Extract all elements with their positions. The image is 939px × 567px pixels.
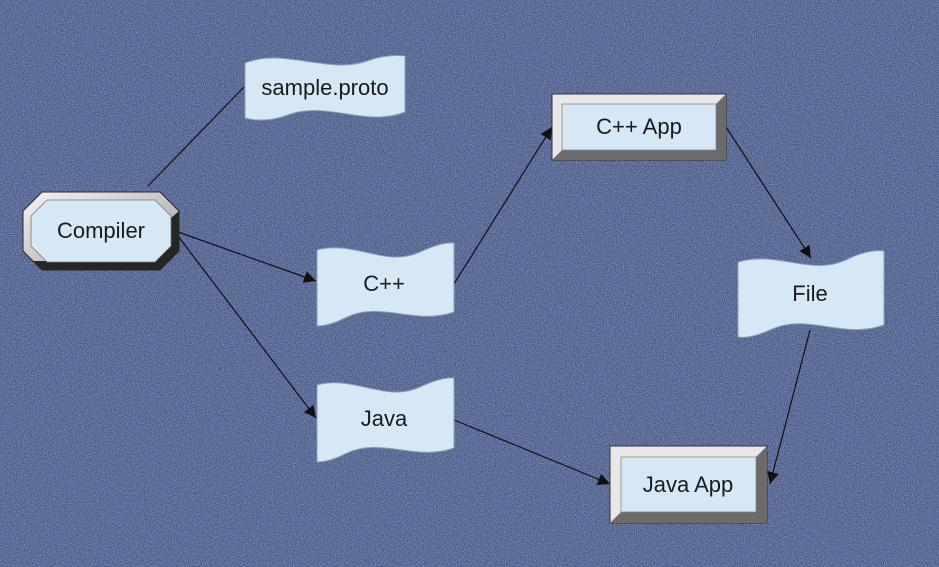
- node-label: Compiler: [57, 218, 145, 243]
- node-label: C++: [363, 271, 405, 296]
- octagon-face: [30, 199, 172, 263]
- document-shape: [244, 55, 406, 121]
- node-java: Java: [316, 377, 455, 463]
- bevel-face: [620, 456, 757, 513]
- edge-compiler-cpp: [177, 231, 317, 283]
- edge-compiler-java: [177, 235, 317, 419]
- edge-compiler-proto: [147, 86, 245, 187]
- bevel-dark-edge: [552, 94, 726, 160]
- node-label: Java App: [643, 472, 734, 497]
- node-label: File: [792, 281, 827, 306]
- node-sample-proto: sample.proto: [244, 55, 406, 121]
- bevel-face: [561, 103, 717, 151]
- octagon-shadow: [33, 211, 179, 270]
- node-java-app: Java App: [609, 445, 768, 524]
- node-cpp-app: C++ App: [551, 93, 727, 161]
- node-file: File: [737, 250, 885, 338]
- wave-shape: [316, 242, 455, 327]
- edge-file-javaapp: [767, 329, 811, 485]
- wave-shape: [737, 250, 885, 338]
- edge-cppapp-file: [725, 126, 812, 259]
- node-label: Java: [361, 406, 408, 431]
- edges: [147, 86, 812, 485]
- node-label: sample.proto: [261, 75, 388, 100]
- bevel-dark-edge: [610, 446, 767, 523]
- node-cpp: C++: [316, 242, 455, 327]
- node-compiler: Compiler: [22, 191, 180, 271]
- node-label: C++ App: [596, 114, 682, 139]
- edge-java-javaapp: [453, 419, 611, 485]
- edge-cpp-cppapp: [453, 126, 553, 285]
- wave-shape: [316, 377, 455, 463]
